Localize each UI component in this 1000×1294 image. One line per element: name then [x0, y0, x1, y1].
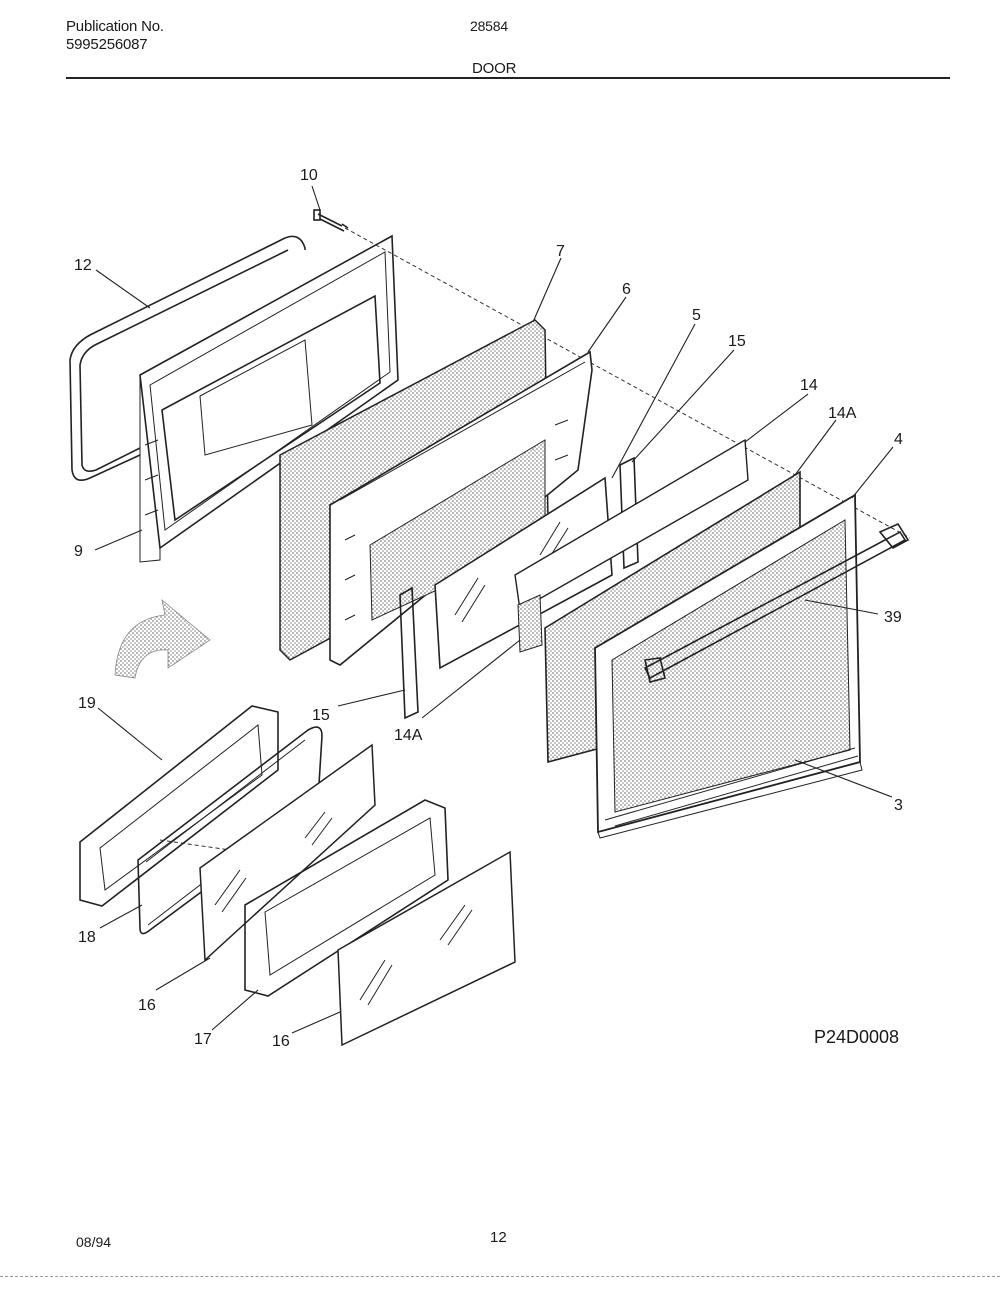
leader-line — [421, 639, 521, 719]
part-39-handle — [643, 522, 910, 683]
leader-line — [851, 446, 894, 499]
footer-date: 08/94 — [76, 1234, 112, 1250]
page-number: 12 — [490, 1229, 507, 1246]
leader-line — [97, 707, 163, 761]
publication-number: 5995256087 — [66, 36, 148, 53]
leader-line — [794, 419, 837, 476]
header-rule — [66, 77, 950, 79]
part-4-outer-frame — [594, 493, 863, 839]
callout-9: 9 — [74, 543, 83, 560]
part-16-glass-upper — [199, 743, 376, 962]
part-12-gasket — [69, 235, 306, 481]
leader-line — [99, 904, 143, 929]
callout-18: 18 — [78, 929, 96, 946]
callout-39: 39 — [884, 609, 902, 626]
part-14-insulation-sheet — [514, 438, 749, 653]
callout-16-upper: 16 — [138, 997, 156, 1014]
part-16-glass-lower — [337, 850, 516, 1047]
model-number: 28584 — [470, 18, 508, 34]
part-17-inner-frame — [244, 799, 449, 997]
callout-14: 14 — [800, 377, 818, 394]
leader-line — [611, 323, 696, 479]
leader-line — [631, 349, 735, 463]
callout-12: 12 — [74, 257, 92, 274]
leader-line — [311, 185, 321, 211]
callout-5: 5 — [692, 307, 701, 324]
leader-line — [794, 759, 893, 798]
callout-4: 4 — [894, 431, 903, 448]
callout-14A-upper: 14A — [828, 405, 857, 422]
alignment-line — [344, 227, 911, 539]
callout-14A-lower: 14A — [394, 727, 423, 744]
publication-label: Publication No. — [66, 18, 164, 35]
callout-3: 3 — [894, 797, 903, 814]
drawing-code: P24D0008 — [814, 1027, 900, 1047]
callout-15-upper: 15 — [728, 333, 746, 350]
callout-7: 7 — [556, 243, 565, 260]
leader-line — [95, 269, 151, 309]
callout-10: 10 — [300, 167, 318, 184]
leader-line — [291, 1011, 341, 1034]
part-9-inner-door — [139, 234, 399, 563]
part-6-liner-panel — [329, 350, 593, 666]
callout-16-lower: 16 — [272, 1033, 290, 1050]
section-title: DOOR — [472, 60, 517, 77]
leader-line — [155, 957, 211, 991]
part-19-front-frame — [79, 705, 279, 907]
leader-line — [804, 599, 879, 615]
part-3-bottom-trim — [604, 747, 859, 827]
footer-rule — [0, 1276, 1000, 1277]
leader-line — [337, 689, 406, 707]
callout-6: 6 — [622, 281, 631, 298]
leader-line — [587, 296, 627, 353]
leader-line — [532, 257, 562, 323]
callout-19: 19 — [78, 695, 96, 712]
leader-line — [744, 393, 809, 443]
direction-arrow-icon — [114, 598, 211, 679]
leader-line — [211, 989, 259, 1031]
callout-15-lower: 15 — [312, 707, 330, 724]
callout-17: 17 — [194, 1031, 212, 1048]
leader-line — [94, 529, 143, 551]
part-10-screw — [313, 209, 349, 232]
